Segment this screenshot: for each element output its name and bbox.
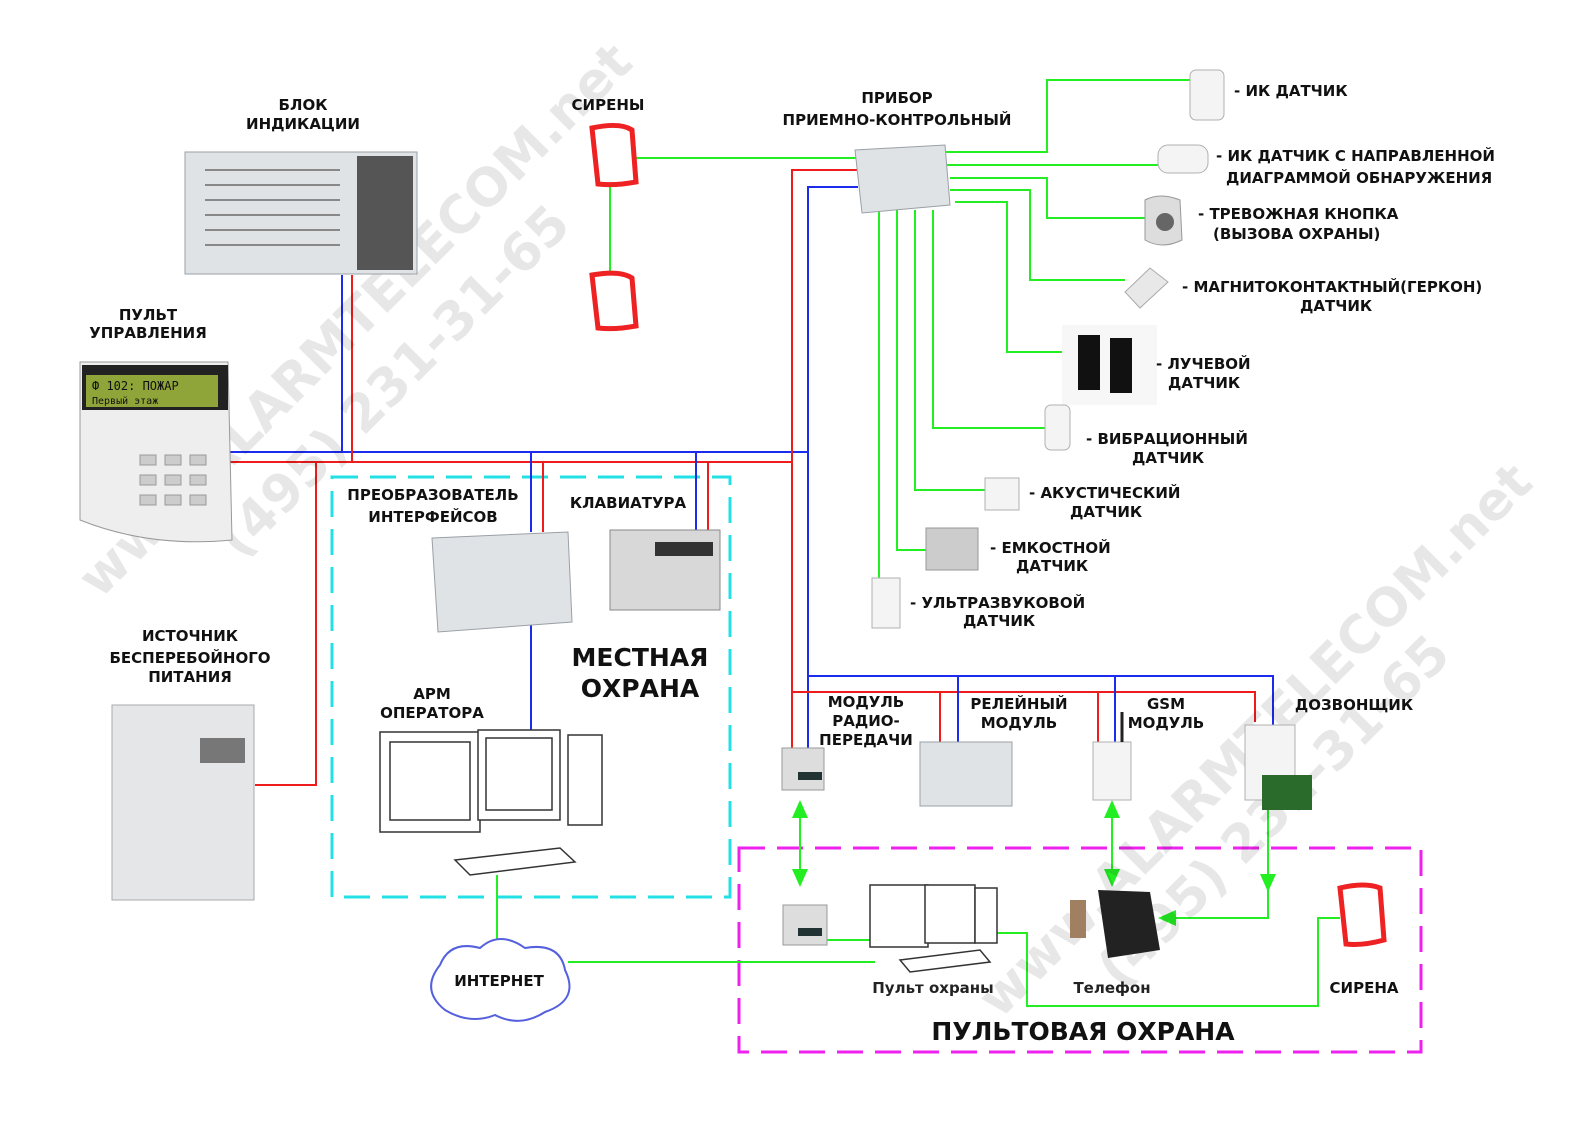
- svg-text:ДИАГРАММОЙ ОБНАРУЖЕНИЯ: ДИАГРАММОЙ ОБНАРУЖЕНИЯ: [1226, 168, 1492, 187]
- svg-text:- ЛУЧЕВОЙ: - ЛУЧЕВОЙ: [1156, 354, 1251, 373]
- svg-text:МЕСТНАЯ: МЕСТНАЯ: [572, 643, 709, 672]
- remote-security-zone: [737, 846, 1423, 1054]
- svg-text:АРМ: АРМ: [413, 685, 451, 703]
- svg-text:ПРИЕМНО-КОНТРОЛЬНЫЙ: ПРИЕМНО-КОНТРОЛЬНЫЙ: [783, 110, 1012, 129]
- svg-text:ДАТЧИК: ДАТЧИК: [1300, 297, 1373, 315]
- svg-text:ОХРАНА: ОХРАНА: [581, 674, 700, 703]
- device-labels: БЛОК ИНДИКАЦИИ СИРЕНЫ ПРИБОР ПРИЕМНО-КОН…: [89, 89, 1414, 1046]
- svg-text:УПРАВЛЕНИЯ: УПРАВЛЕНИЯ: [89, 324, 207, 342]
- siren-icon: [589, 122, 639, 332]
- svg-text:ПЕРЕДАЧИ: ПЕРЕДАЧИ: [819, 731, 913, 749]
- svg-text:МОДУЛЬ: МОДУЛЬ: [1128, 714, 1205, 732]
- svg-text:ДАТЧИК: ДАТЧИК: [1132, 449, 1205, 467]
- sensor-icons: [871, 69, 1225, 629]
- svg-text:ПУЛЬТ: ПУЛЬТ: [119, 306, 178, 324]
- keyboard-device: [609, 529, 721, 611]
- svg-text:- АКУСТИЧЕСКИЙ: - АКУСТИЧЕСКИЙ: [1029, 483, 1180, 502]
- svg-text:- ЕМКОСТНОЙ: - ЕМКОСТНОЙ: [990, 538, 1111, 557]
- svg-text:РЕЛЕЙНЫЙ: РЕЛЕЙНЫЙ: [970, 694, 1067, 713]
- svg-text:ПРЕОБРАЗОВАТЕЛЬ: ПРЕОБРАЗОВАТЕЛЬ: [347, 486, 518, 504]
- svg-text:МОДУЛЬ: МОДУЛЬ: [828, 693, 905, 711]
- svg-text:ДАТЧИК: ДАТЧИК: [1016, 557, 1089, 575]
- sensor-labels: - ИК ДАТЧИК - ИК ДАТЧИК С НАПРАВЛЕННОЙ Д…: [910, 82, 1495, 630]
- operator-workstation-icon: [379, 729, 603, 876]
- svg-text:СИРЕНЫ: СИРЕНЫ: [572, 96, 645, 114]
- svg-text:БЕСПЕРЕБОЙНОГО: БЕСПЕРЕБОЙНОГО: [109, 648, 270, 667]
- svg-text:GSM: GSM: [1147, 695, 1185, 713]
- svg-text:ДАТЧИК: ДАТЧИК: [1168, 374, 1241, 392]
- svg-text:ДОЗВОНЩИК: ДОЗВОНЩИК: [1295, 696, 1414, 714]
- svg-text:ДАТЧИК: ДАТЧИК: [1070, 503, 1143, 521]
- svg-text:Ф 102: ПОЖАР: Ф 102: ПОЖАР: [92, 379, 179, 393]
- svg-text:Телефон: Телефон: [1073, 979, 1150, 997]
- svg-text:СИРЕНА: СИРЕНА: [1330, 979, 1399, 997]
- svg-text:ИНТЕРНЕТ: ИНТЕРНЕТ: [454, 972, 544, 990]
- svg-text:МОДУЛЬ: МОДУЛЬ: [981, 714, 1058, 732]
- svg-text:ИНДИКАЦИИ: ИНДИКАЦИИ: [246, 115, 360, 133]
- svg-text:ПРИБОР: ПРИБОР: [861, 89, 932, 107]
- svg-text:РАДИО-: РАДИО-: [832, 712, 900, 730]
- svg-text:ИНТЕРФЕЙСОВ: ИНТЕРФЕЙСОВ: [368, 507, 497, 526]
- svg-text:ДАТЧИК: ДАТЧИК: [963, 612, 1036, 630]
- svg-text:ПУЛЬТОВАЯ ОХРАНА: ПУЛЬТОВАЯ ОХРАНА: [931, 1017, 1235, 1046]
- interface-converter-device: [431, 531, 573, 633]
- indication-block: [184, 151, 418, 275]
- svg-text:- ТРЕВОЖНАЯ КНОПКА: - ТРЕВОЖНАЯ КНОПКА: [1198, 205, 1399, 223]
- ups-device: [111, 704, 255, 901]
- svg-text:КЛАВИАТУРА: КЛАВИАТУРА: [570, 494, 687, 512]
- internet-cloud-icon: [430, 938, 571, 1022]
- control-panel-device: [854, 144, 951, 214]
- svg-text:- ВИБРАЦИОННЫЙ: - ВИБРАЦИОННЫЙ: [1086, 429, 1248, 448]
- svg-text:- ИК ДАТЧИК С НАПРАВЛЕННОЙ: - ИК ДАТЧИК С НАПРАВЛЕННОЙ: [1216, 146, 1495, 165]
- svg-text:- ИК ДАТЧИК: - ИК ДАТЧИК: [1234, 82, 1348, 100]
- console-devices: [782, 882, 1387, 973]
- control-keypad-device: Ф 102: ПОЖАР Первый этаж: [79, 361, 233, 543]
- svg-text:Пульт охраны: Пульт охраны: [872, 979, 994, 997]
- svg-text:- МАГНИТОКОНТАКТНЫЙ(ГЕРКОН): - МАГНИТОКОНТАКТНЫЙ(ГЕРКОН): [1182, 277, 1482, 296]
- svg-text:(ВЫЗОВА ОХРАНЫ): (ВЫЗОВА ОХРАНЫ): [1213, 225, 1380, 243]
- svg-text:Первый этаж: Первый этаж: [92, 395, 158, 407]
- output-modules: [781, 712, 1312, 810]
- svg-text:БЛОК: БЛОК: [279, 96, 329, 114]
- svg-text:ПИТАНИЯ: ПИТАНИЯ: [148, 668, 232, 686]
- svg-text:ОПЕРАТОРА: ОПЕРАТОРА: [380, 704, 484, 722]
- svg-text:- УЛЬТРАЗВУКОВОЙ: - УЛЬТРАЗВУКОВОЙ: [910, 593, 1085, 612]
- svg-text:ИСТОЧНИК: ИСТОЧНИК: [142, 627, 239, 645]
